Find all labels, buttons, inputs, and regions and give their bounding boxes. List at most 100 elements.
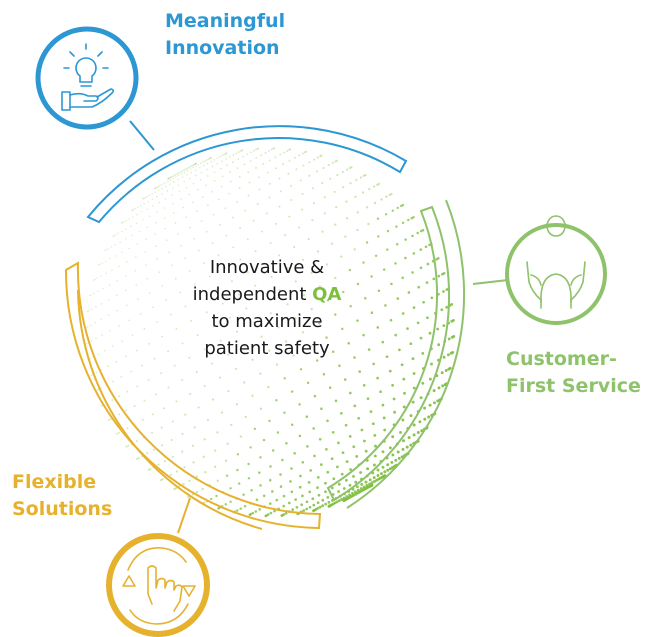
sphere-dot [356, 282, 360, 286]
sphere-dot [411, 234, 414, 238]
sphere-dot [287, 172, 290, 175]
sphere-dot [400, 363, 404, 367]
sphere-dot [350, 166, 353, 169]
sphere-dot [118, 325, 120, 327]
sphere-dot [276, 431, 280, 434]
sphere-dot [287, 501, 291, 505]
sphere-dot [126, 261, 128, 263]
sphere-dot [446, 353, 450, 357]
sphere-dot [156, 211, 158, 213]
sphere-dot [353, 356, 356, 359]
sphere-dot [134, 207, 137, 210]
sphere-dot [109, 329, 111, 332]
sphere-dot [250, 151, 252, 154]
sphere-dot [119, 241, 121, 243]
sphere-dot [100, 404, 103, 407]
sphere-dot [246, 271, 249, 274]
sphere-dot [196, 334, 199, 337]
sphere-dot [157, 185, 159, 188]
sphere-dot [448, 366, 452, 370]
sphere-dot [143, 399, 146, 402]
sphere-dot [111, 345, 114, 348]
sphere-dot [228, 316, 231, 319]
sphere-dot [336, 173, 339, 177]
sphere-dot [445, 305, 449, 309]
pillar-label-line2: Solutions [12, 498, 113, 520]
sphere-dot [426, 262, 430, 266]
sphere-dot [188, 356, 191, 359]
sphere-dot [273, 147, 276, 150]
sphere-dot [204, 160, 206, 162]
sphere-dot [131, 209, 133, 212]
sphere-dot [206, 175, 209, 177]
sphere-dot [211, 190, 214, 193]
sphere-dot [136, 243, 138, 245]
sphere-dot [268, 478, 272, 482]
sphere-dot [229, 171, 232, 173]
sphere-dot [221, 160, 223, 163]
sphere-dot [166, 190, 169, 192]
sphere-dot [211, 362, 214, 365]
sphere-dot [364, 173, 367, 177]
sphere-dot [232, 161, 234, 164]
sphere-dot [162, 183, 165, 185]
sphere-dot [293, 156, 296, 159]
sphere-dot [269, 502, 272, 505]
sphere-dot [146, 452, 149, 455]
sphere-dot [199, 178, 202, 181]
sphere-dot [430, 362, 433, 366]
sphere-dot [232, 246, 235, 249]
sphere-dot [183, 466, 186, 469]
sphere-dot [191, 444, 194, 447]
sphere-dot [404, 238, 407, 241]
sphere-dot [107, 247, 110, 250]
sphere-dot [247, 194, 250, 197]
sphere-dot [437, 386, 441, 390]
sphere-dot [213, 179, 216, 182]
sphere-dot [125, 355, 127, 358]
sphere-dot [393, 410, 397, 414]
sphere-dot [360, 482, 364, 486]
sphere-dot [419, 248, 423, 251]
sphere-dot [134, 269, 137, 272]
sphere-dot [390, 192, 393, 196]
sphere-dot [412, 433, 416, 437]
sphere-dot [255, 498, 259, 502]
sphere-dot [283, 151, 286, 154]
sphere-dot [361, 191, 365, 194]
sphere-dot [321, 182, 324, 185]
sphere-dot [197, 406, 200, 409]
sphere-dot [222, 153, 225, 156]
sphere-dot [175, 470, 178, 473]
sphere-dot [177, 184, 180, 186]
sphere-dot [181, 342, 184, 345]
sphere-dot [235, 403, 239, 406]
sphere-dot [203, 348, 206, 351]
sphere-dot [180, 198, 182, 200]
sphere-dot [186, 169, 189, 172]
sphere-dot [146, 226, 149, 229]
sphere-dot [421, 381, 425, 385]
sphere-dot [407, 218, 410, 222]
sphere-dot [354, 195, 357, 198]
sphere-dot [247, 462, 250, 466]
sphere-dot [221, 302, 224, 305]
sphere-dot [173, 181, 175, 183]
sphere-dot [442, 324, 446, 328]
sphere-dot [125, 219, 128, 222]
sphere-dot [160, 426, 163, 429]
sphere-dot [311, 497, 315, 501]
sphere-dot [161, 187, 163, 190]
sphere-dot [156, 320, 159, 323]
sphere-dot [90, 374, 93, 377]
sphere-dot [143, 328, 146, 330]
sphere-dot [365, 206, 369, 209]
sphere-dot [437, 274, 441, 278]
sphere-dot [225, 474, 229, 477]
sphere-dot [98, 264, 100, 266]
sphere-dot [158, 271, 161, 274]
sphere-dot [177, 178, 180, 181]
sphere-dot [427, 415, 431, 419]
sphere-dot [417, 285, 421, 289]
sphere-dot [370, 275, 373, 278]
